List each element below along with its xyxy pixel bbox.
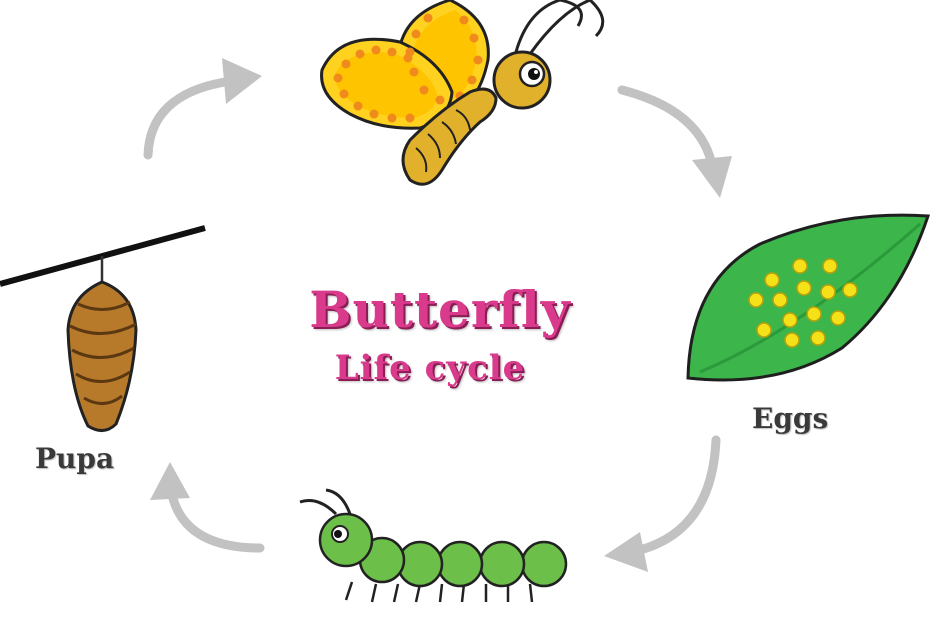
stage-label-eggs: Eggs xyxy=(752,402,829,435)
cycle-arrow-icon xyxy=(617,85,717,170)
cycle-arrow-icon xyxy=(167,490,265,553)
arrowhead-icon xyxy=(692,156,732,198)
diagram-subtitle: Life cycle xyxy=(334,348,526,388)
cycle-arrow-icon xyxy=(143,77,230,160)
cycle-arrowheads xyxy=(150,58,732,572)
caterpillar-icon xyxy=(299,488,568,603)
diagram-title: Butterfly xyxy=(309,280,571,339)
leaf-eggs-icon xyxy=(686,213,930,382)
arrowhead-icon xyxy=(150,462,190,500)
cycle-arrow-icon xyxy=(635,435,721,555)
butterfly-icon xyxy=(320,0,605,186)
cycle-arrows xyxy=(143,77,721,555)
stage-label-pupa: Pupa xyxy=(35,442,115,475)
arrowhead-icon xyxy=(222,58,262,104)
arrowhead-icon xyxy=(604,532,648,572)
pupa-icon xyxy=(0,225,206,432)
